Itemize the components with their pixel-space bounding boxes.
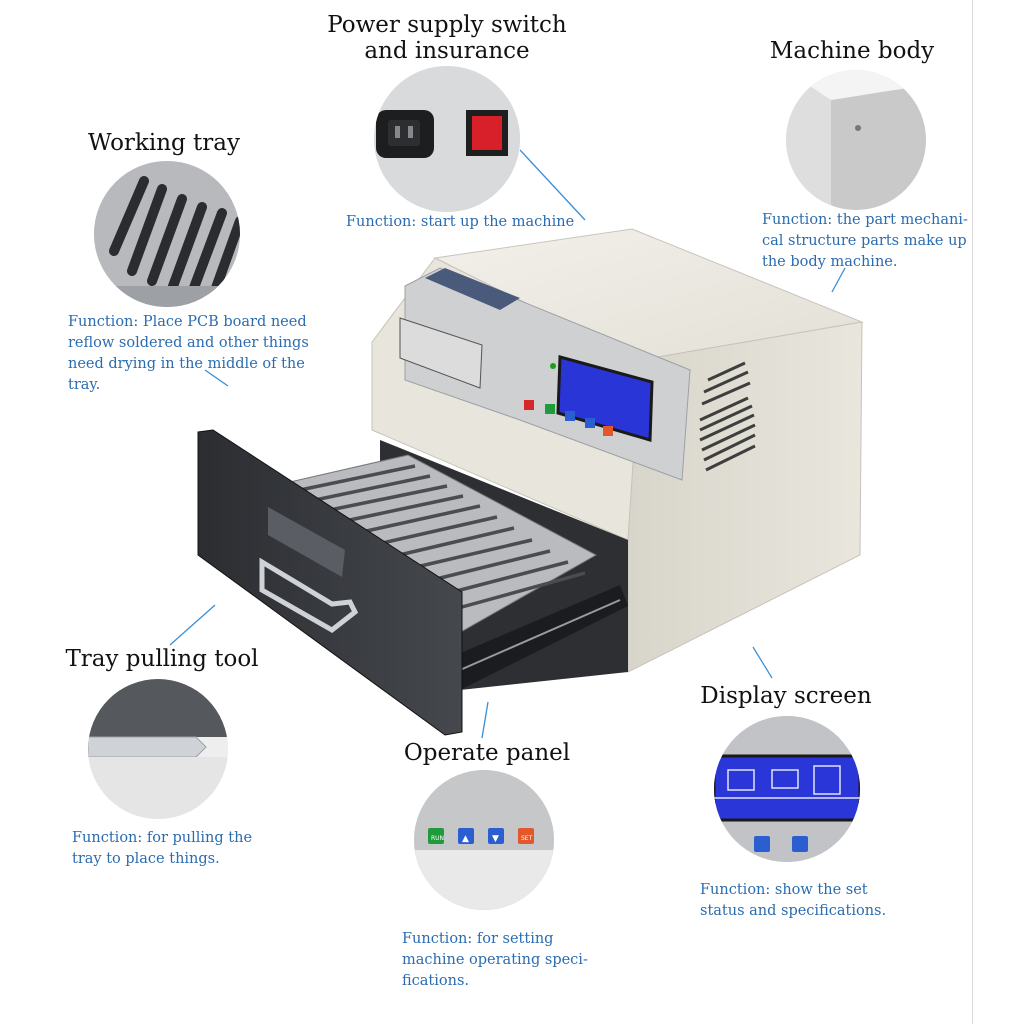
panel-btn-4 xyxy=(585,418,595,428)
up-button xyxy=(458,828,474,844)
drawer-window xyxy=(268,507,345,577)
power-switch-detail xyxy=(374,66,520,212)
machine-body-detail xyxy=(786,70,926,210)
working-tray-title: Working tray xyxy=(87,130,240,156)
operate-panel-title: Operate panel xyxy=(403,740,571,766)
run-button xyxy=(428,828,444,844)
operate-panel-function: Function: for setting machine operating … xyxy=(402,931,588,989)
working-tray-detail xyxy=(94,161,240,307)
machine-body-title: Machine body xyxy=(769,38,935,64)
leader-panel xyxy=(481,701,489,739)
drawer-front xyxy=(197,429,463,736)
leader-power xyxy=(519,149,586,221)
display-screen-function: Function: show the set status and specif… xyxy=(700,882,887,919)
run-label: RUN xyxy=(431,835,444,842)
set-button xyxy=(518,828,534,844)
tray-slots xyxy=(299,464,586,609)
leader-display xyxy=(752,646,773,679)
machine-body-function: Function: the part mechani- cal structur… xyxy=(762,212,968,270)
power-supply-title: Power supply switch and insurance xyxy=(327,12,567,64)
set-label: SET xyxy=(521,835,533,842)
leader-pull xyxy=(169,604,216,646)
panel-btn-3 xyxy=(565,411,575,421)
display-screen-detail xyxy=(714,716,860,862)
lcd-screen xyxy=(556,355,654,442)
tray-pulling-tool-function: Function: for pulling the tray to place … xyxy=(72,830,253,867)
leader-body xyxy=(831,267,846,293)
panel-btn-1 xyxy=(524,400,534,410)
leader-tray xyxy=(204,369,229,387)
operate-panel-detail: RUN ▲ ▼ SET xyxy=(414,770,554,910)
down-button xyxy=(488,828,504,844)
panel-btn-2 xyxy=(545,404,555,414)
right-divider xyxy=(972,0,973,1024)
power-supply-function: Function: start up the machine xyxy=(346,214,575,230)
display-screen-title: Display screen xyxy=(700,683,872,709)
brand-strip xyxy=(425,268,520,310)
tray-pulling-tool-title: Tray pulling tool xyxy=(65,646,259,672)
svg-text:▲: ▲ xyxy=(462,834,469,844)
drawer-rail xyxy=(456,585,628,690)
heater-window xyxy=(399,317,483,389)
side-vents xyxy=(699,361,756,472)
panel-btn-5 xyxy=(603,426,613,436)
svg-text:▼: ▼ xyxy=(492,834,499,844)
tray-pulling-tool-detail xyxy=(88,679,228,819)
drawer-handle xyxy=(259,557,359,634)
working-tray-function: Function: Place PCB board need reflow so… xyxy=(68,314,309,393)
power-led xyxy=(550,363,556,369)
